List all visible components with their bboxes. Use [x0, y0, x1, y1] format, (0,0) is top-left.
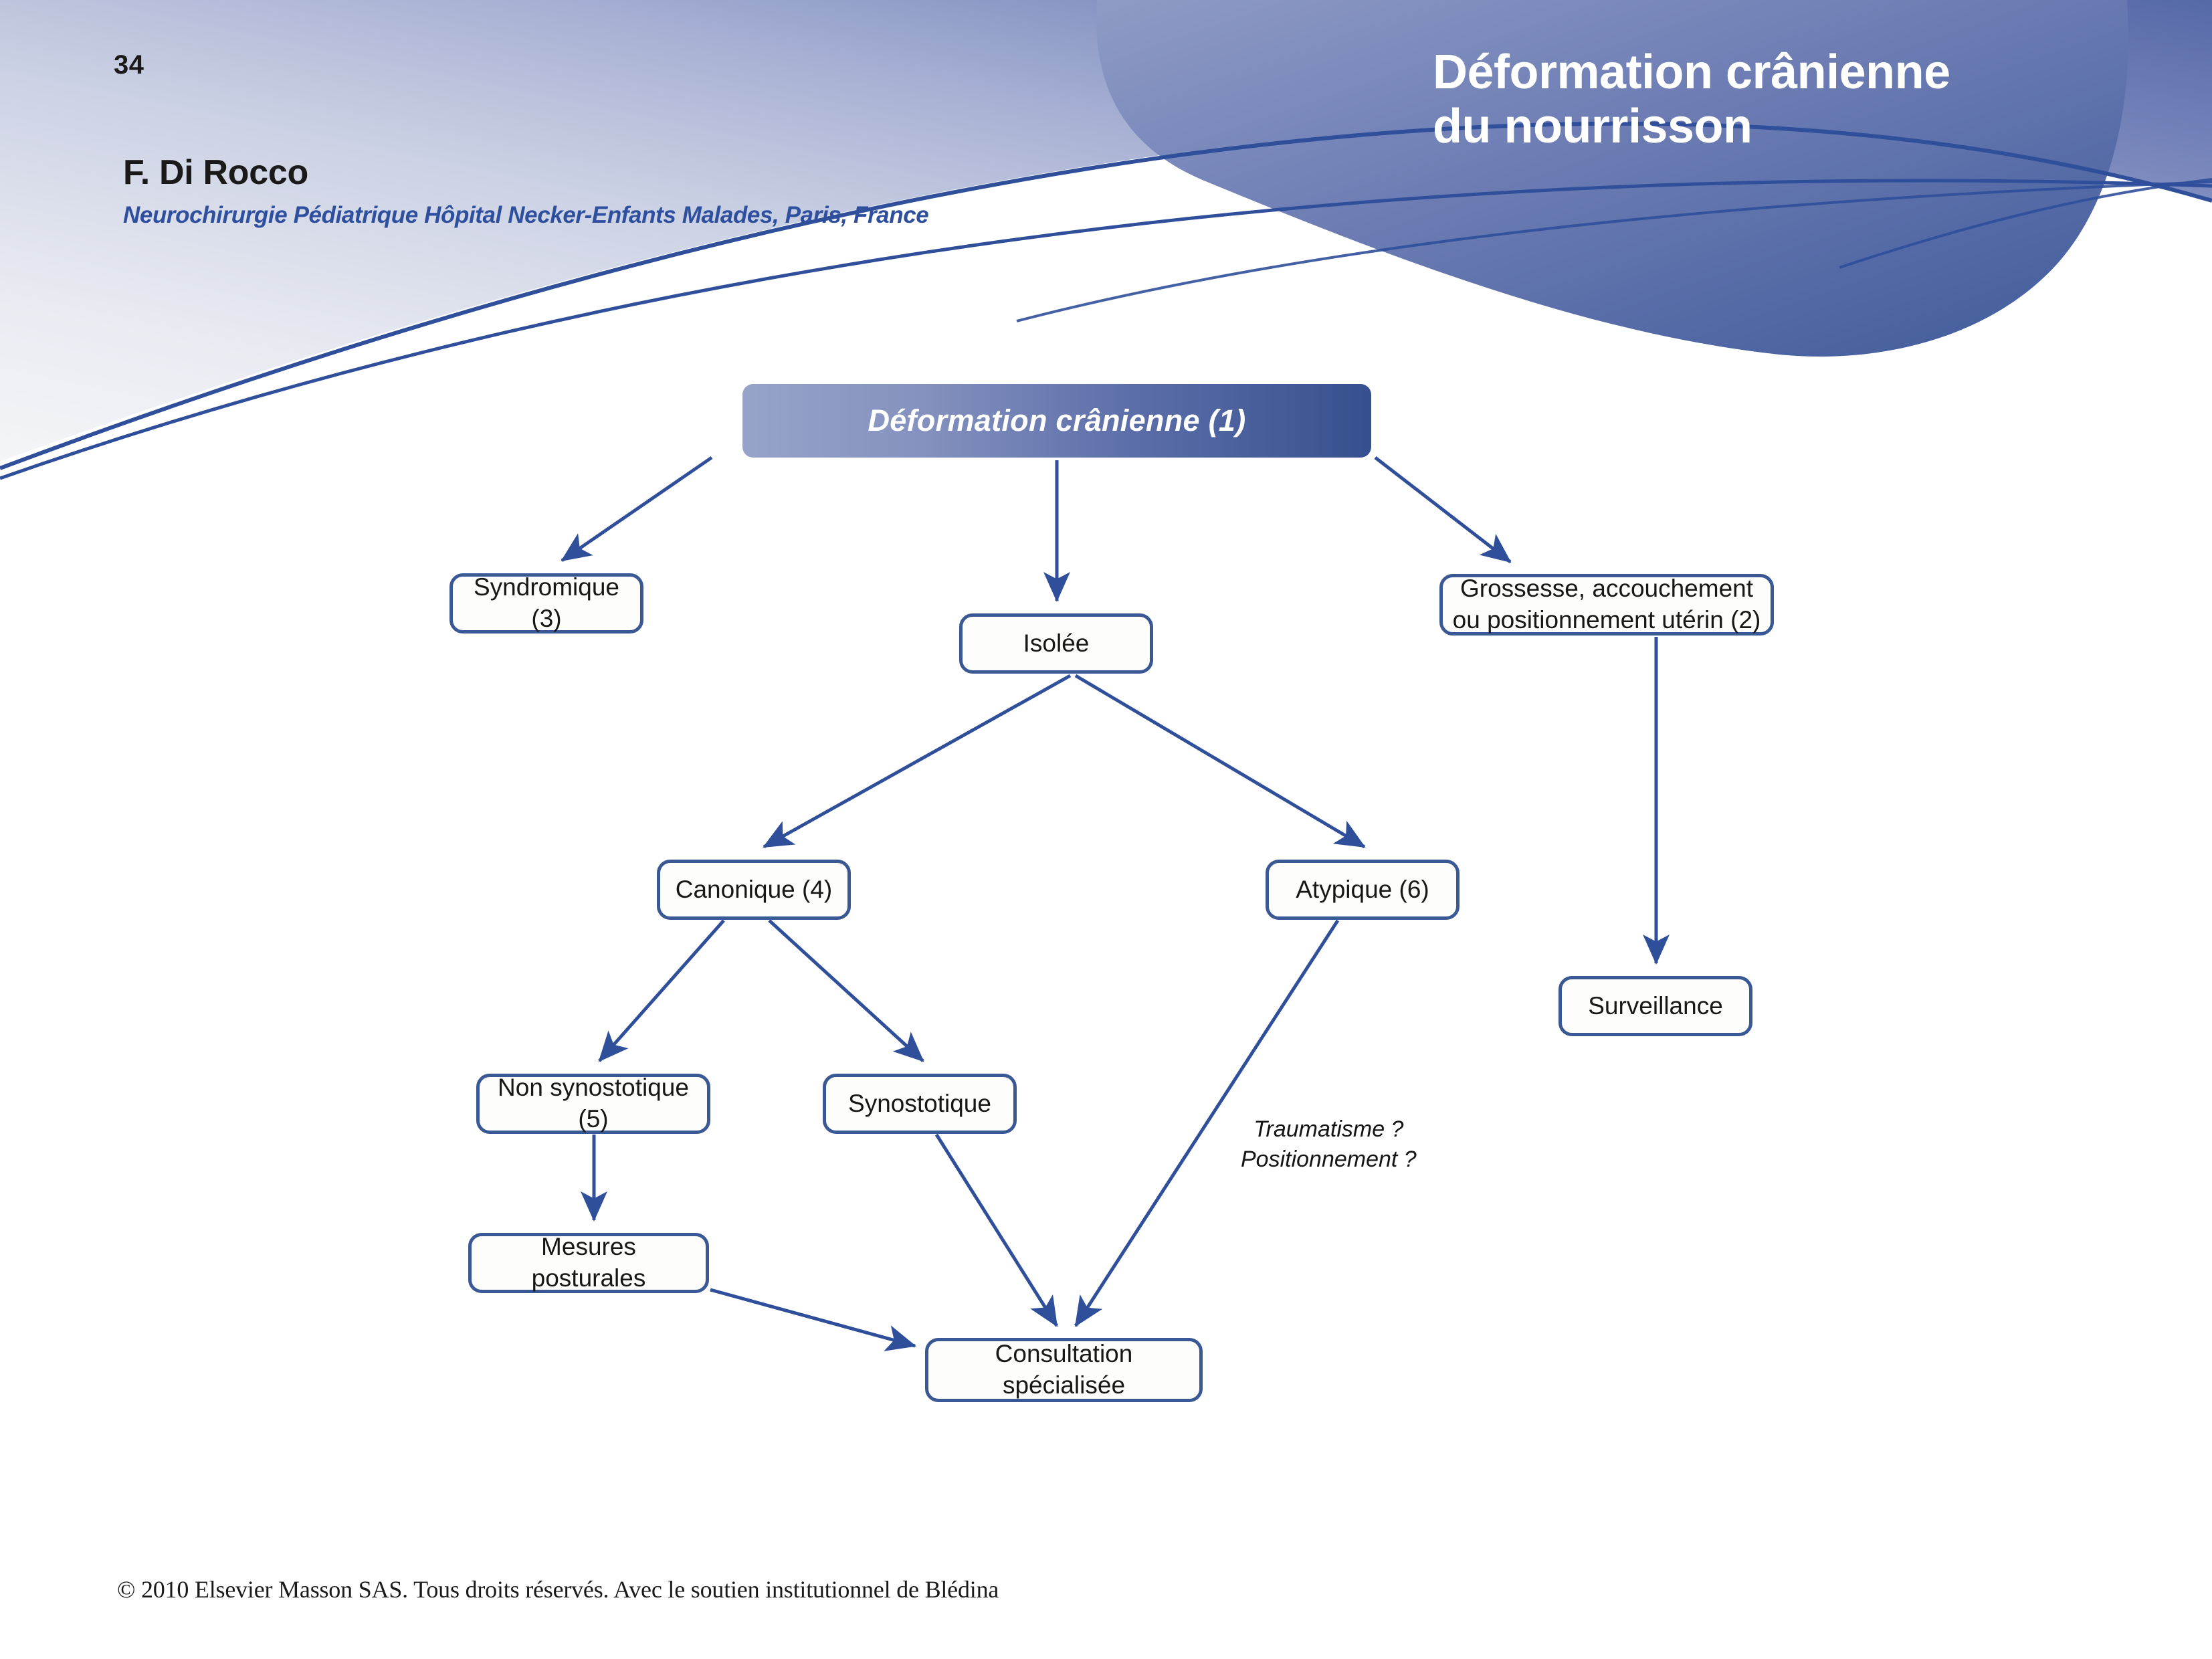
- edge-label-line-1: Traumatisme ?: [1253, 1116, 1404, 1142]
- edge-isolee-atypique: [1074, 674, 1366, 849]
- edge-root-grossesse: [1374, 456, 1512, 563]
- node-mesures-posturales[interactable]: Mesures posturales: [468, 1233, 709, 1293]
- node-deformation-cranienne[interactable]: Déformation crânienne (1): [742, 384, 1371, 458]
- edge-label-atypique-note: Traumatisme ? Positionnement ?: [1241, 1114, 1417, 1175]
- edge-synostotique-consultation: [934, 1133, 1059, 1327]
- node-synostotique[interactable]: Synostotique: [823, 1074, 1017, 1134]
- node-canonique[interactable]: Canonique (4): [657, 860, 851, 920]
- node-isolee[interactable]: Isolée: [959, 613, 1153, 674]
- author-name: F. Di Rocco: [123, 153, 308, 192]
- edge-mesures-consultation: [710, 1288, 916, 1351]
- author-affiliation: Neurochirurgie Pédiatrique Hôpital Necke…: [123, 202, 929, 228]
- edge-isolee-canonique: [763, 674, 1072, 849]
- page-number: 34: [114, 50, 144, 80]
- node-non-synostotique[interactable]: Non synostotique (5): [476, 1074, 710, 1134]
- footer-copyright: © 2010 Elsevier Masson SAS. Tous droits …: [117, 1576, 999, 1603]
- edge-atypique-consultation: [1074, 919, 1340, 1327]
- page-title: Déformation crânienne du nourrisson: [1433, 45, 2102, 153]
- page-title-line-1: Déformation crânienne: [1433, 45, 1950, 99]
- node-syndromique[interactable]: Syndromique (3): [449, 573, 643, 633]
- node-atypique[interactable]: Atypique (6): [1266, 860, 1460, 920]
- edge-canonique-synostotique: [768, 919, 924, 1062]
- edge-label-line-2: Positionnement ?: [1241, 1146, 1417, 1172]
- node-consultation-specialisee[interactable]: Consultation spécialisée: [925, 1338, 1203, 1402]
- edge-canonique-nonsynostotique: [598, 919, 725, 1062]
- edge-root-syndromique: [561, 456, 713, 563]
- node-surveillance[interactable]: Surveillance: [1559, 976, 1752, 1036]
- page-title-line-2: du nourrisson: [1433, 99, 1752, 153]
